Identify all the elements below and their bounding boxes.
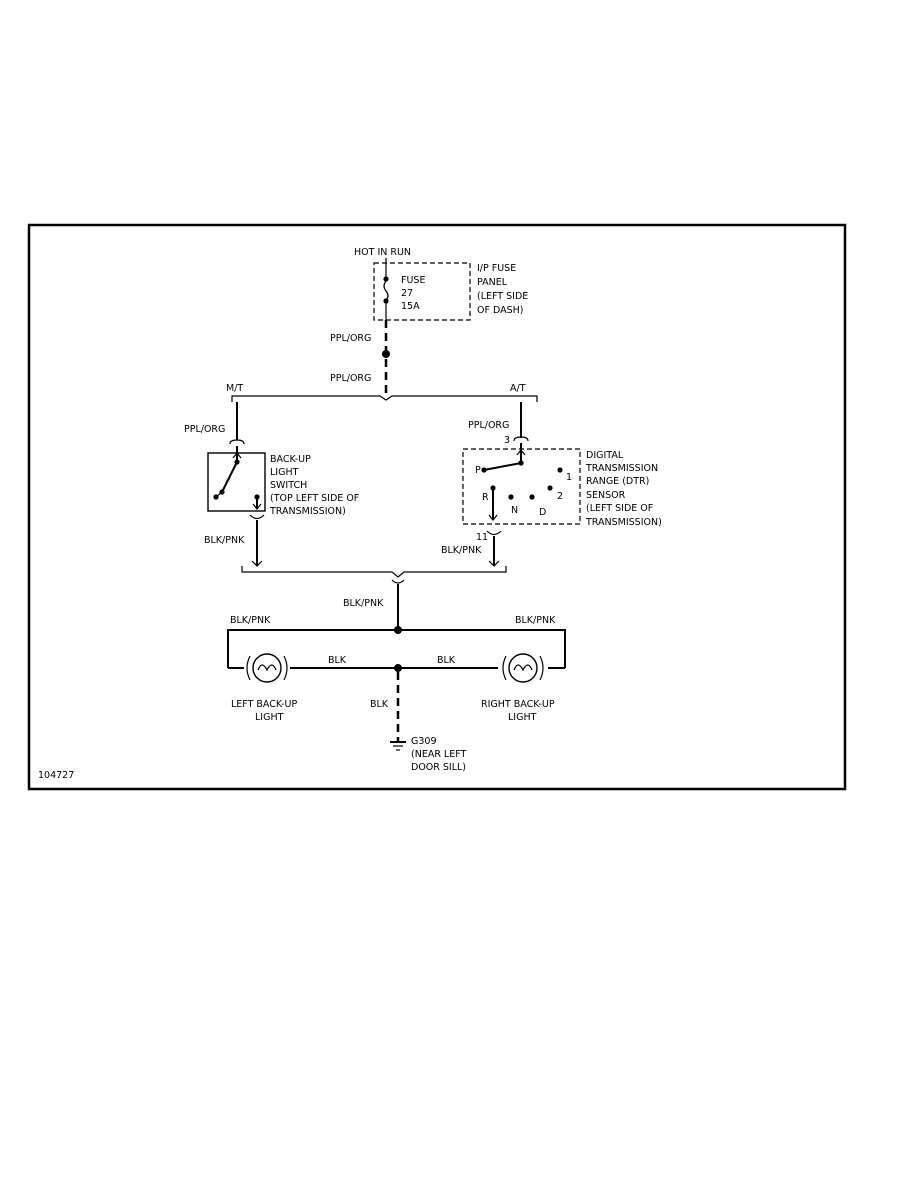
wire-label-blk-pnk-main: BLK/PNK — [343, 598, 384, 609]
dtr-label-1: DIGITAL — [586, 450, 624, 461]
fuse-panel-label-4: OF DASH) — [477, 305, 524, 316]
figure-id: 104727 — [38, 770, 74, 781]
wire-label-blk-pnk-dtr: BLK/PNK — [441, 545, 482, 556]
return-bracket — [241, 566, 507, 578]
dtr-pin-in: 3 — [504, 435, 510, 446]
fuse-panel-label-1: I/P FUSE — [477, 263, 516, 274]
main-return-connector — [391, 579, 405, 584]
supply-label: HOT IN RUN — [354, 247, 411, 258]
right-back-up-light-icon — [502, 653, 544, 683]
wire-label-ppl-org-upper: PPL/ORG — [330, 333, 371, 344]
ground-label-1: G309 — [411, 736, 437, 747]
wire-label-blk-pnk-right: BLK/PNK — [515, 615, 556, 626]
switch-label-1: BACK-UP — [270, 454, 311, 465]
switch-label-4: (TOP LEFT SIDE OF — [270, 493, 359, 504]
wire-label-blk-ground: BLK — [370, 699, 389, 710]
branch-bracket — [231, 395, 538, 402]
branch-label-at: A/T — [510, 383, 526, 394]
ground-label-3: DOOR SILL) — [411, 762, 466, 773]
switch-label-2: LIGHT — [270, 467, 299, 478]
diagram-frame — [27, 223, 847, 791]
dtr-pos-2: 2 — [557, 491, 563, 502]
dtr-in-connector — [513, 436, 529, 442]
branch-label-mt: M/T — [226, 383, 243, 394]
fuse-panel-label-2: PANEL — [477, 277, 508, 288]
ground-label-2: (NEAR LEFT — [411, 749, 467, 760]
dtr-pin-out: 11 — [476, 532, 488, 543]
switch-out-connector — [249, 514, 265, 520]
switch-contacts — [213, 446, 262, 510]
dtr-pos-d: D — [539, 507, 546, 518]
dtr-label-3: RANGE (DTR) — [586, 476, 649, 487]
right-light-label-2: LIGHT — [508, 712, 537, 723]
wire-label-blk-pnk-left: BLK/PNK — [230, 615, 271, 626]
fuse-symbol — [383, 258, 389, 320]
switch-out-terminal — [251, 560, 263, 567]
dtr-label-5: (LEFT SIDE OF — [586, 503, 653, 514]
fuse-rating: 15A — [401, 301, 420, 312]
dtr-label-4: SENSOR — [586, 490, 626, 501]
dtr-label-6: TRANSMISSION) — [585, 517, 662, 528]
wire-label-ppl-org-lower: PPL/ORG — [330, 373, 371, 384]
wire-label-ppl-org-at: PPL/ORG — [468, 420, 509, 431]
wire-label-ppl-org-mt: PPL/ORG — [184, 424, 225, 435]
ground-icon — [390, 741, 406, 751]
feed-splice — [382, 350, 390, 358]
dtr-pos-1: 1 — [566, 472, 572, 483]
switch-label-3: SWITCH — [270, 480, 307, 491]
dtr-out-connector — [486, 530, 502, 536]
dtr-pos-p: P — [475, 465, 481, 476]
fuse-panel-label-3: (LEFT SIDE — [477, 291, 528, 302]
wire-label-blk-left: BLK — [328, 655, 347, 666]
dtr-pos-n: N — [511, 505, 518, 516]
right-light-label-1: RIGHT BACK-UP — [481, 699, 555, 710]
fuse-name: FUSE — [401, 275, 425, 286]
left-light-label-2: LIGHT — [255, 712, 284, 723]
dtr-pos-r: R — [482, 492, 489, 503]
fuse-panel-box — [373, 262, 471, 321]
fuse-number: 27 — [401, 288, 413, 299]
wire-label-blk-pnk-switch: BLK/PNK — [204, 535, 245, 546]
wire-label-blk-right: BLK — [437, 655, 456, 666]
blk-pnk-bus — [227, 629, 566, 668]
dtr-label-2: TRANSMISSION — [585, 463, 658, 474]
ground-splice — [394, 664, 402, 672]
switch-connector — [229, 439, 245, 445]
left-back-up-light-icon — [246, 653, 288, 683]
switch-label-5: TRANSMISSION) — [269, 506, 346, 517]
left-light-label-1: LEFT BACK-UP — [231, 699, 298, 710]
dtr-out-terminal — [488, 560, 500, 567]
dtr-contacts — [481, 443, 563, 521]
